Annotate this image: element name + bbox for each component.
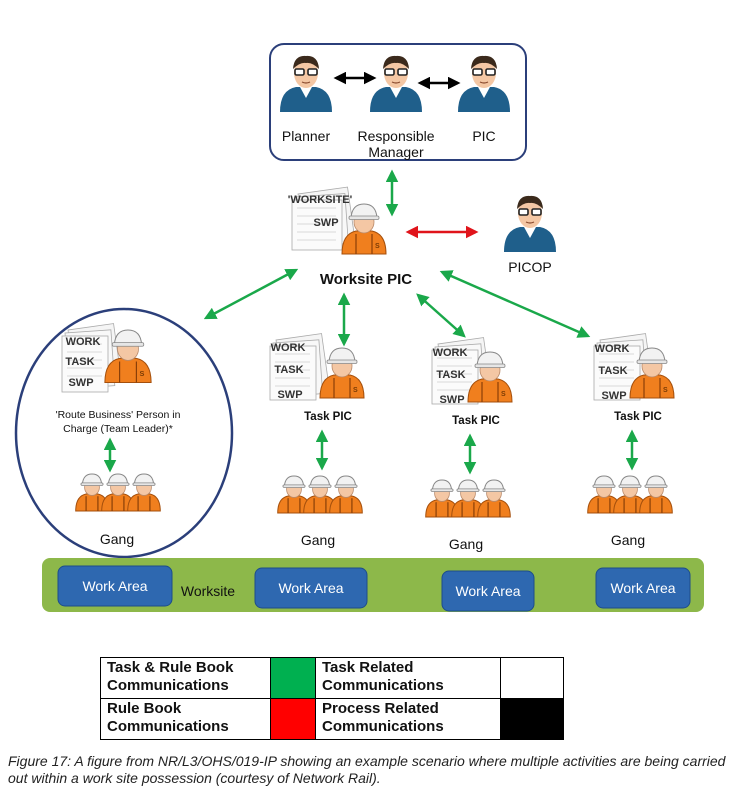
work-area-3-label: Work Area — [455, 583, 520, 599]
route-business-ellipse — [14, 307, 234, 559]
worksite-pic-worker-icon: S — [341, 203, 387, 255]
task-group-2: WORK TASK SWP S Task PIC Gang — [425, 337, 513, 552]
work-area-4-label: Work Area — [610, 580, 675, 596]
route-business-document-icon — [61, 323, 122, 393]
worksite-pic-label: Worksite PIC — [320, 271, 412, 288]
worksite-swp-document-icon — [291, 186, 355, 251]
worksite-band — [42, 558, 704, 612]
task-pic-worker-icon: S — [467, 351, 513, 403]
work-area-3: Work Area — [441, 570, 535, 612]
task-pic-worker-icon: S — [629, 347, 675, 399]
task-doc-label-line: SWP — [277, 389, 302, 401]
responsible-manager-person-icon — [370, 55, 422, 112]
work-area-1: Work Area — [57, 565, 173, 607]
pic-label: PIC — [472, 128, 495, 144]
task-group-3: WORK TASK SWP S Task PIC Gang — [587, 333, 675, 548]
task-pic-label: Task PIC — [614, 411, 662, 423]
work-area-2: Work Area — [254, 567, 368, 609]
task-pic-worker-icon: S — [319, 347, 365, 399]
task-group-1: WORK TASK SWP S Task PIC Gang — [269, 333, 365, 548]
task-doc-label-line: WORK — [595, 343, 630, 355]
worksite-task2-arrow — [416, 293, 466, 338]
svg-text:S: S — [375, 243, 380, 250]
worksite-task3-arrow — [439, 270, 591, 338]
svg-text:S: S — [353, 387, 358, 394]
picop-person-icon — [504, 195, 556, 252]
task-doc-label-line: TASK — [598, 365, 627, 377]
route-business-gang-icon — [75, 473, 161, 512]
task-gang-label: Gang — [301, 532, 335, 548]
task-doc-label-line: SWP — [601, 390, 626, 402]
task-doc-label-line: WORK — [271, 342, 306, 354]
svg-text:S: S — [663, 387, 668, 394]
worksite-swp-label: 'WORKSITE'SWP — [288, 194, 353, 229]
worksite-route-business-arrow — [203, 268, 299, 320]
white-swatch — [500, 657, 564, 699]
figure-caption: Figure 17: A figure from NR/L3/OHS/019-I… — [8, 753, 726, 786]
picop-label: PICOP — [508, 259, 552, 275]
red-swatch — [270, 698, 316, 740]
green-swatch — [270, 657, 316, 699]
task-gang-icon — [277, 475, 363, 514]
task-gang-label: Gang — [611, 532, 645, 548]
task-doc-label-line: WORK — [433, 347, 468, 359]
task-doc-label-line: TASK — [274, 364, 303, 376]
work-area-4: Work Area — [595, 567, 691, 609]
task-gang-icon — [425, 479, 511, 518]
pic-person-icon — [458, 55, 510, 112]
task-gang-icon — [587, 475, 673, 514]
task-doc-label-line: TASK — [436, 369, 465, 381]
task-pic-label: Task PIC — [452, 415, 500, 427]
work-area-1-label: Work Area — [82, 578, 147, 594]
route-business-gang-label: Gang — [100, 531, 134, 547]
route-business-worker-icon: S — [104, 329, 152, 383]
svg-text:S: S — [501, 391, 506, 398]
task-pic-label: Task PIC — [304, 411, 352, 423]
worksite-label: Worksite — [181, 583, 235, 599]
planner-label: Planner — [282, 128, 331, 144]
task-doc-label-line: SWP — [439, 394, 464, 406]
svg-text:S: S — [140, 369, 145, 378]
planner-person-icon — [280, 55, 332, 112]
work-area-2-label: Work Area — [278, 580, 343, 596]
task-gang-label: Gang — [449, 536, 483, 552]
black-swatch — [500, 698, 564, 740]
